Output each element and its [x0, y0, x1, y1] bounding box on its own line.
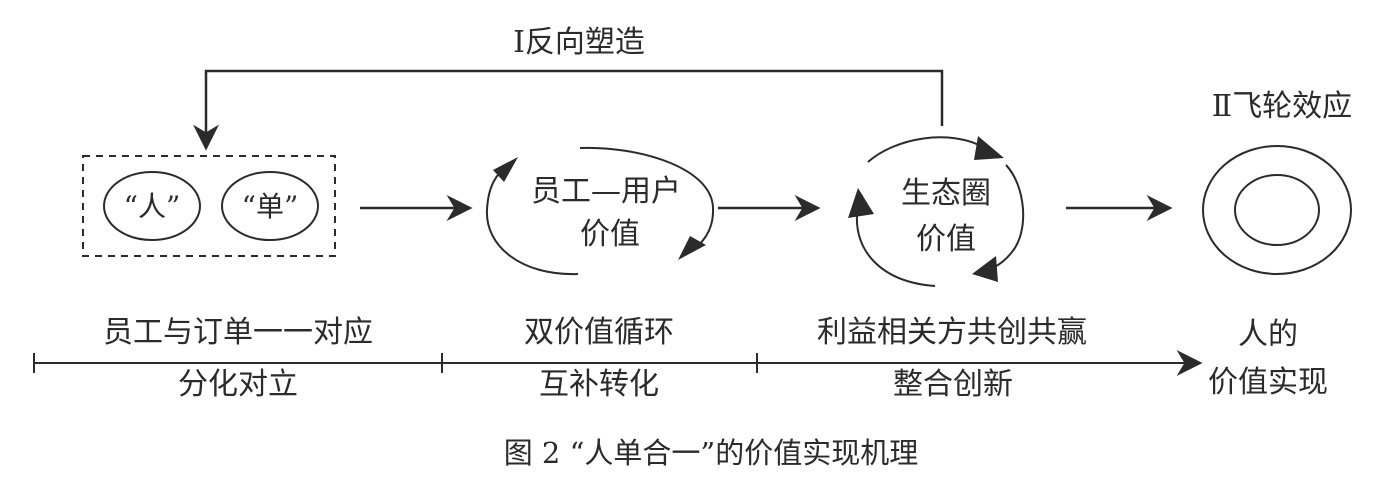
cycle-arrow-upper — [493, 157, 518, 182]
flywheel-label: Ⅱ飞轮效应 — [1212, 89, 1352, 124]
order-ellipse — [221, 171, 319, 241]
eco-arrow-right — [972, 256, 998, 282]
cycle-arrow-lower — [678, 236, 706, 260]
ecosystem-line2: 价值 — [916, 222, 976, 257]
stage1-top-label: 员工与订单一一对应 — [103, 315, 373, 350]
feedback-label: Ⅰ反向塑造 — [513, 25, 645, 60]
person-label: “人” — [124, 190, 181, 223]
flywheel-inner — [1234, 174, 1320, 246]
cycle-arc-lower — [579, 146, 715, 255]
eco-arc-right — [985, 164, 1025, 271]
eco-arc-top — [867, 136, 986, 163]
cycle-arc-upper — [485, 162, 579, 276]
stage3-bottom-label: 整合创新 — [893, 367, 1013, 402]
result-line2: 价值实现 — [1208, 365, 1328, 400]
stage2-bottom-label: 互补转化 — [539, 367, 659, 402]
person-ellipse — [103, 171, 201, 241]
person-order-box — [82, 155, 336, 257]
ecosystem-line1: 生态圈 — [901, 176, 991, 211]
employee-user-line1: 员工—用户 — [531, 174, 681, 209]
eco-arrow-left — [848, 188, 874, 218]
feedback-arrow — [193, 69, 944, 151]
stage3-top-label: 利益相关方共创共赢 — [817, 315, 1087, 350]
order-label: “单” — [242, 190, 299, 223]
figure-caption: 图 2 “人单合一”的价值实现机理 — [504, 436, 919, 470]
stage1-bottom-label: 分化对立 — [178, 367, 298, 402]
eco-arrow-top — [974, 136, 1004, 160]
employee-user-line2: 价值 — [580, 217, 640, 252]
stage2-top-label: 双价值循环 — [524, 315, 674, 350]
result-line1: 人的 — [1238, 317, 1298, 352]
flywheel-outer — [1202, 145, 1352, 275]
